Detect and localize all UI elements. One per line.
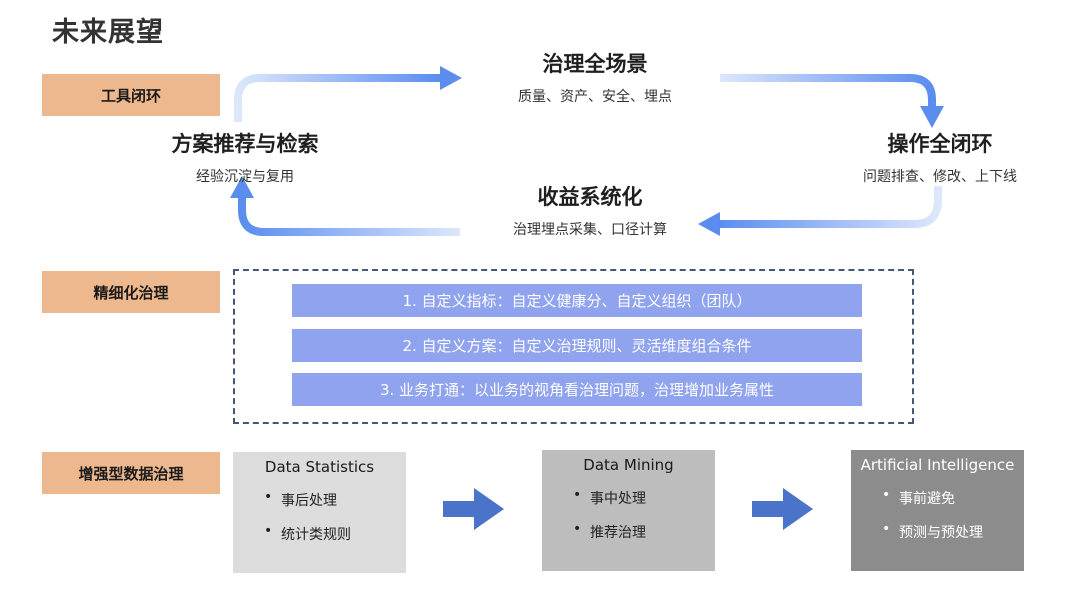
- stage-title: Artificial Intelligence: [860, 456, 1015, 474]
- cycle-arrowhead-top-left: [440, 66, 462, 90]
- node-title: 治理全场景: [542, 52, 648, 76]
- node-title: 收益系统化: [537, 185, 643, 209]
- label-refined-governance: 精细化治理: [42, 271, 220, 313]
- cycle-arrowhead-bottom-right: [698, 212, 720, 236]
- node-subtitle: 问题排查、修改、上下线: [863, 169, 1017, 185]
- cycle-node-governance-scenarios: 治理全场景 质量、资产、安全、埋点: [470, 48, 720, 106]
- stage-title: Data Statistics: [264, 458, 375, 476]
- stage-bullet: 事后处理: [233, 489, 406, 524]
- node-title: 操作全闭环: [887, 132, 993, 156]
- cycle-arrowhead-bottom-left: [230, 176, 254, 198]
- stage-card-data-statistics: Data Statistics 事后处理 统计类规则: [233, 452, 406, 573]
- stage-arrow-1: [443, 488, 504, 530]
- node-subtitle: 质量、资产、安全、埋点: [518, 89, 672, 105]
- cycle-node-operation-loop: 操作全闭环 问题排查、修改、上下线: [830, 128, 1050, 186]
- stage-bullet: 事中处理: [542, 487, 715, 522]
- cycle-arrow-top-right: [720, 74, 936, 108]
- stage-card-artificial-intelligence: Artificial Intelligence 事前避免 预测与预处理: [851, 450, 1024, 571]
- refined-item-custom-metrics: 1. 自定义指标：自定义健康分、自定义组织（团队）: [292, 284, 862, 317]
- stage-card-data-mining: Data Mining 事中处理 推荐治理: [542, 450, 715, 571]
- cycle-arrow-top-left: [234, 74, 440, 122]
- node-title: 方案推荐与检索: [171, 132, 319, 156]
- stage-bullet: 统计类规则: [233, 523, 406, 558]
- refined-item-custom-plans: 2. 自定义方案：自定义治理规则、灵活维度组合条件: [292, 329, 862, 362]
- cycle-node-benefit-systematization: 收益系统化 治理埋点采集、口径计算: [460, 181, 720, 239]
- node-subtitle: 经验沉淀与复用: [196, 169, 294, 185]
- label-tool-loop: 工具闭环: [42, 74, 220, 116]
- stage-arrow-2: [752, 488, 813, 530]
- stage-bullet: 推荐治理: [542, 521, 715, 556]
- stage-bullet: 事前避免: [851, 487, 1024, 522]
- stage-bullet: 预测与预处理: [851, 521, 1024, 556]
- cycle-node-plan-recommendation: 方案推荐与检索 经验沉淀与复用: [130, 128, 360, 186]
- stage-title: Data Mining: [583, 456, 674, 474]
- cycle-arrowhead-top-right: [920, 106, 944, 128]
- cycle-arrow-bottom-right: [718, 186, 942, 228]
- refined-governance-frame: [233, 269, 914, 424]
- refined-item-business-link: 3. 业务打通：以业务的视角看治理问题，治理增加业务属性: [292, 373, 862, 406]
- cycle-arrow-bottom-left: [238, 196, 460, 236]
- label-enhanced-governance: 增强型数据治理: [42, 452, 220, 494]
- page-title: 未来展望: [52, 17, 164, 48]
- node-subtitle: 治理埋点采集、口径计算: [513, 222, 667, 238]
